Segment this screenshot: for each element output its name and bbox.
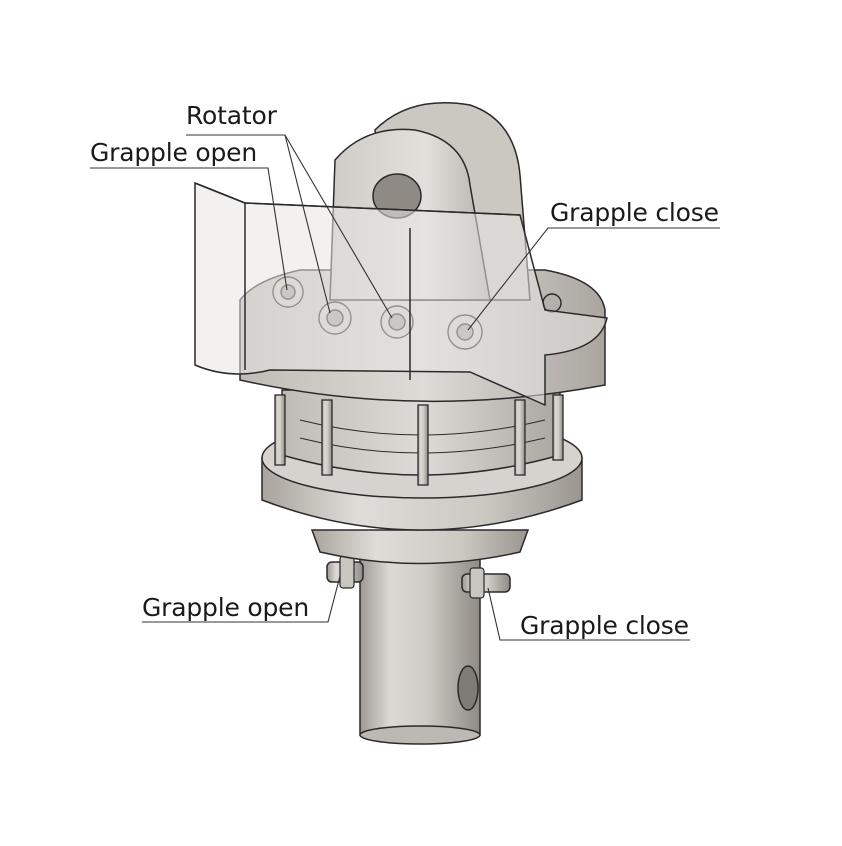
leader-grapple-open-bottom: [142, 575, 341, 623]
label-grapple-close-top: Grapple close: [550, 198, 719, 227]
lower-shaft: [359, 554, 481, 745]
leader-grapple-close-bottom: [487, 587, 690, 641]
label-rotator: Rotator: [186, 101, 277, 130]
label-grapple-open-bottom: Grapple open: [142, 593, 309, 622]
lower-port-open: [326, 555, 364, 589]
label-grapple-close-bottom: Grapple close: [520, 611, 689, 640]
lower-port-close: [461, 567, 511, 599]
pin-hole: [457, 665, 479, 711]
leader-rotator-2: [284, 134, 393, 319]
label-grapple-open-top: Grapple open: [90, 138, 257, 167]
connecting-bolts: [274, 394, 564, 486]
leader-lines: [90, 134, 720, 641]
leader-grapple-close-top: [467, 227, 720, 331]
protective-guard: [194, 181, 608, 407]
leader-grapple-open-top: [90, 167, 288, 291]
